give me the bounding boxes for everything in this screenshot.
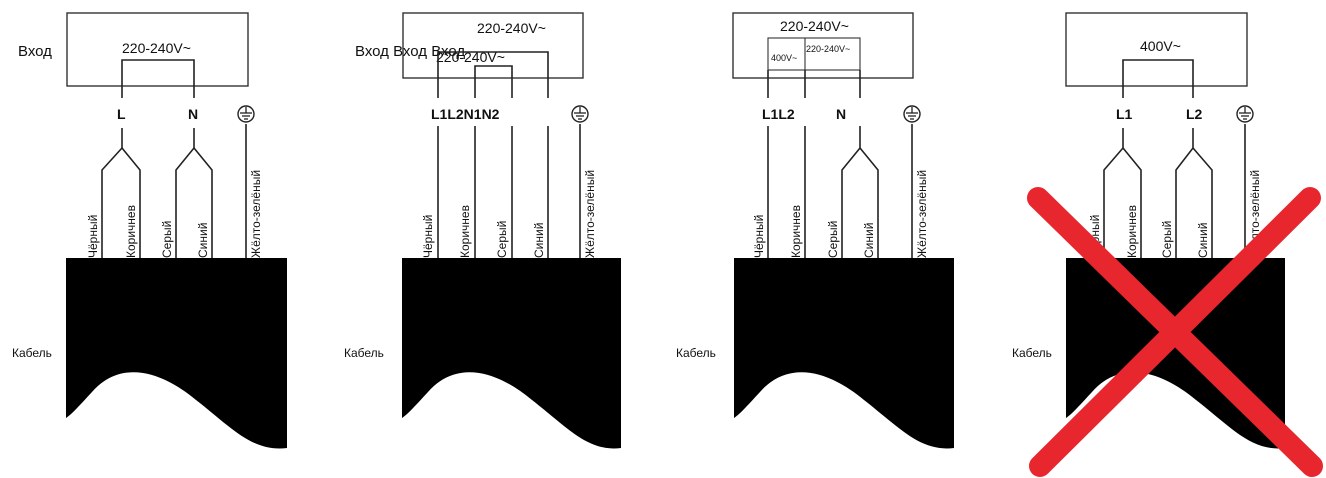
wire-label: Чёрный	[421, 215, 435, 258]
voltage-label: 220-240V~	[806, 44, 850, 54]
diagram-1: Вход 220-240V~ L N Чёрный Коричнев Серый…	[12, 12, 287, 449]
wire-label: Коричнев	[789, 205, 803, 258]
cable-body	[66, 258, 287, 449]
cable-body	[734, 258, 954, 449]
diagram-3: 220-240V~ 400V~ 220-240V~ L1L2 N Чёрный …	[676, 12, 954, 449]
wire-label: Серый	[495, 221, 509, 258]
wire-label: Жёлто-зелёный	[583, 170, 597, 258]
wire-label: Жёлто-зелёный	[915, 170, 929, 258]
inner-voltage-box	[767, 37, 861, 71]
diagram-2: Вход Вход Вход 220-240V~ 220-240V~ L1L2N…	[344, 12, 621, 449]
wire-blue	[859, 147, 879, 258]
wire-label: Синий	[196, 223, 210, 258]
wire-label: Чёрный	[86, 215, 100, 258]
ground-icon	[571, 105, 589, 123]
supply-bridge-inner	[474, 65, 513, 98]
wire-grey	[841, 126, 861, 258]
terminal-label: L1L2N1N2	[431, 106, 500, 122]
cable-label: Кабель	[676, 346, 716, 360]
ground-icon	[903, 105, 921, 123]
voltage-label: 220-240V~	[780, 18, 849, 34]
supply-bridge	[1122, 59, 1194, 98]
cable-label: Кабель	[1012, 346, 1052, 360]
wire-black	[1103, 128, 1124, 258]
supply-bridge-outer	[437, 51, 549, 98]
voltage-label: 400V~	[771, 53, 797, 63]
wire-label: Синий	[1196, 223, 1210, 258]
wire-label: Коричнев	[1125, 205, 1139, 258]
wire-label: Серый	[1160, 221, 1174, 258]
terminal-label-n: N	[188, 106, 198, 122]
ground-icon	[237, 105, 255, 123]
supply-box	[66, 12, 249, 87]
ground-icon	[1236, 105, 1254, 123]
wire-grey	[175, 128, 195, 258]
wire-label: Серый	[826, 221, 840, 258]
wire-label: Чёрный	[752, 215, 766, 258]
wire-grey	[1175, 128, 1194, 258]
supply-box	[402, 12, 584, 79]
voltage-label: 220-240V~	[436, 49, 505, 65]
supply-box	[1065, 12, 1248, 87]
cable-label: Кабель	[344, 346, 384, 360]
input-label: Вход	[18, 43, 52, 60]
wire-label: Синий	[532, 223, 546, 258]
wire-label: Коричнев	[458, 205, 472, 258]
wire-brown	[1122, 147, 1142, 258]
wire-label: Серый	[160, 221, 174, 258]
terminal-label-l2: L2	[1186, 106, 1203, 122]
cross-out-icon	[1027, 187, 1323, 477]
wire-label: Синий	[862, 223, 876, 258]
terminal-label-l: L	[117, 106, 126, 122]
supply-bridge	[121, 59, 195, 98]
voltage-label: 220-240V~	[122, 40, 191, 56]
terminal-label-l1: L1	[1116, 106, 1133, 122]
diagram-4: 400V~ L1 L2 Чёрный Коричнев Серый Синий …	[1012, 12, 1323, 477]
terminal-label: L1L2	[762, 106, 795, 122]
wire-label: Жёлто-зелёный	[249, 170, 263, 258]
wire-black	[101, 128, 123, 258]
voltage-label: 220-240V~	[477, 20, 546, 36]
terminal-label-n: N	[836, 106, 846, 122]
wire-blue	[1192, 147, 1213, 258]
cable-body	[402, 258, 621, 449]
wire-blue	[193, 147, 213, 258]
cable-label: Кабель	[12, 346, 52, 360]
wire-label: Коричнев	[124, 205, 138, 258]
voltage-label: 400V~	[1140, 38, 1181, 54]
wire-brown	[121, 147, 141, 258]
